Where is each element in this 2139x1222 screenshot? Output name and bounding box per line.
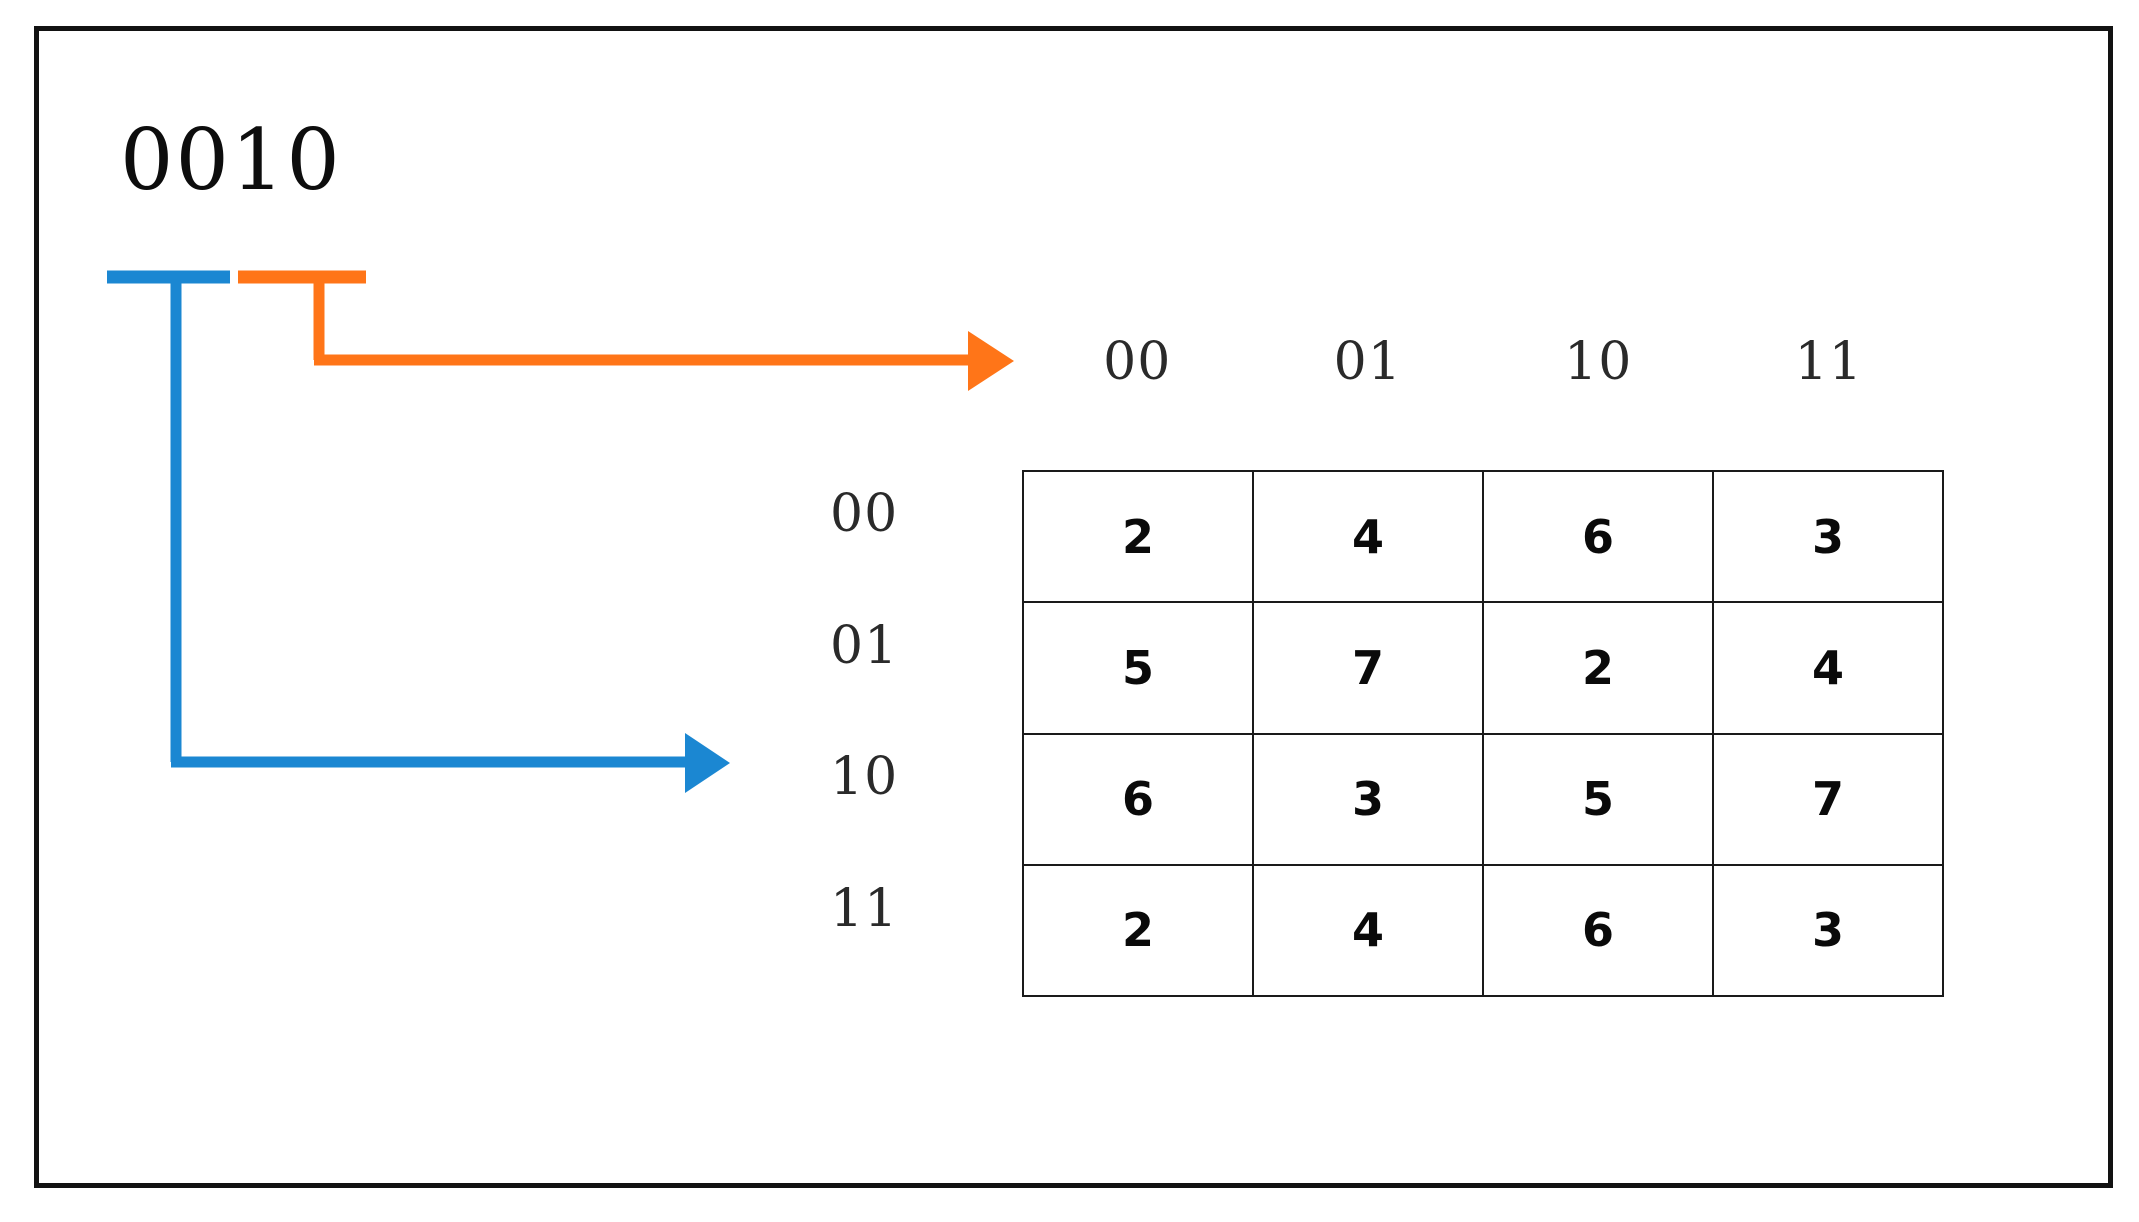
table-cell: 7	[1712, 732, 1944, 866]
table-cell: 3	[1712, 469, 1944, 604]
column-header-2: 10	[1564, 332, 1633, 392]
table-row: 2 4 6 3	[1022, 863, 1944, 998]
column-header-row: 00 01 10 11	[1022, 327, 1944, 397]
table-row: 6 3 5 7	[1022, 732, 1944, 866]
table-cell: 6	[1482, 469, 1714, 604]
row-header-column: 00 01 10 11	[830, 470, 980, 997]
table-cell: 3	[1252, 732, 1484, 866]
table-cell: 4	[1252, 863, 1484, 998]
row-header-1: 01	[830, 615, 899, 676]
table-cell: 7	[1252, 601, 1484, 735]
table-cell: 2	[1482, 601, 1714, 735]
table-cell: 4	[1712, 601, 1944, 735]
table-cell: 6	[1482, 863, 1714, 998]
table-cell: 2	[1022, 469, 1254, 604]
table-cell: 5	[1482, 732, 1714, 866]
row-header-2: 10	[830, 747, 899, 808]
table-cell: 6	[1022, 732, 1254, 866]
table-row: 2 4 6 3	[1022, 469, 1944, 604]
table-cell: 3	[1712, 863, 1944, 998]
row-header-3: 11	[830, 879, 899, 940]
table-cell: 4	[1252, 469, 1484, 604]
table-cell: 2	[1022, 863, 1254, 998]
row-header-0: 00	[830, 483, 899, 544]
table-row: 5 7 2 4	[1022, 601, 1944, 735]
column-header-3: 11	[1794, 332, 1863, 392]
column-header-1: 01	[1333, 332, 1402, 392]
binary-string-label: 0010	[120, 111, 342, 209]
column-header-0: 00	[1103, 332, 1172, 392]
lookup-table: 2 4 6 3 5 7 2 4 6 3 5 7 2 4 6 3	[1022, 469, 1944, 998]
table-cell: 5	[1022, 601, 1254, 735]
